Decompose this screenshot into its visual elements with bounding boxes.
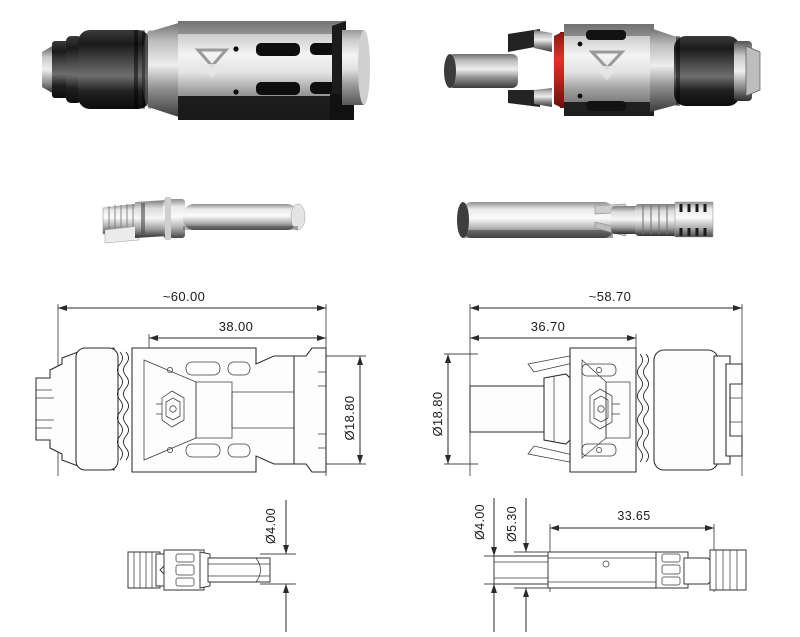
dim-body-length-label: 38.00: [219, 319, 254, 334]
hex-contact-symbol: [156, 390, 185, 428]
dim-outer-diameter-label: Ø18.80: [430, 391, 445, 436]
connector-render-row: [30, 8, 770, 133]
connector-renders-svg: [42, 21, 761, 120]
dim-outer-diameter-label: Ø5.30: [505, 506, 519, 542]
o-ring-hatch: [117, 351, 129, 461]
contact-render-row: [95, 190, 735, 260]
female-socket-contact-svg: Ø4.00 Ø5.30 33.65: [473, 498, 747, 632]
dim-overall-length-label: ~60.00: [163, 289, 206, 304]
female-connector-drawing: ~60.00 38.00 Ø18.80: [35, 286, 406, 486]
female-connector-svg: ~60.00 38.00 Ø18.80: [35, 289, 366, 476]
o-ring-hatch: [637, 353, 649, 463]
male-connector-svg: ~58.70 36.70 Ø18.80: [430, 289, 743, 476]
male-pin-contact-render: [102, 197, 306, 244]
dim-body-length-label: 36.70: [531, 319, 566, 334]
dim-pin-diameter-label: Ø4.00: [264, 508, 278, 544]
female-connector-render: [42, 21, 370, 120]
female-socket-contact-render: [457, 201, 714, 238]
dim-contact-length-label: 33.65: [617, 509, 650, 523]
male-connector-render: [444, 24, 761, 116]
hex-contact-symbol: [589, 388, 620, 430]
contact-renders-svg: [102, 197, 714, 244]
dim-outer-diameter-label: Ø18.80: [342, 395, 357, 440]
chevron-emblem-icon: [194, 48, 230, 78]
male-pin-contact-drawing: Ø4.00: [120, 492, 350, 632]
female-socket-contact-drawing: Ø4.00 Ø5.30 33.65: [473, 492, 764, 632]
dim-bore-diameter-label: Ø4.00: [473, 504, 487, 540]
dim-overall-length-label: ~58.70: [589, 289, 632, 304]
male-pin-contact-svg: Ø4.00: [127, 500, 296, 632]
male-connector-drawing: ~58.70 36.70 Ø18.80: [430, 286, 790, 486]
chevron-emblem-icon: [588, 50, 626, 80]
